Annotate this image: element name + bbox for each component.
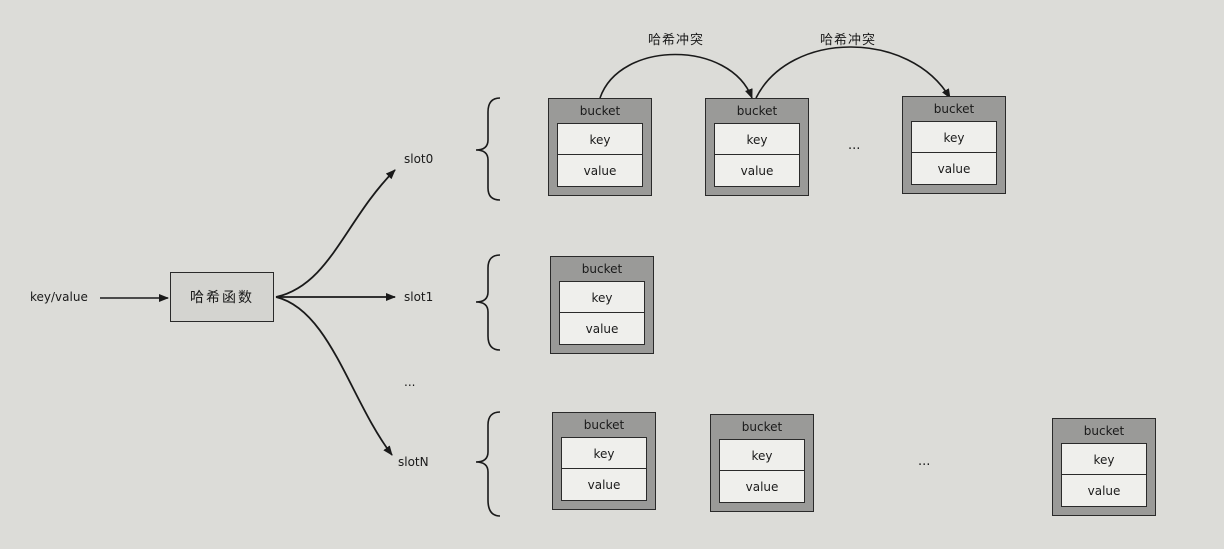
slot-label-ellipsis: ... <box>404 375 416 389</box>
hash-function-box: 哈希函数 <box>170 272 274 322</box>
arrow-to-slotN <box>275 296 393 456</box>
bucket-slotN-2: bucket key value <box>710 414 814 512</box>
collision-label-2: 哈希冲突 <box>820 33 877 48</box>
bucket-title: bucket <box>741 420 783 434</box>
arrow-to-slot0 <box>275 169 396 298</box>
bucket-value: value <box>911 153 997 185</box>
bucket-key: key <box>1061 443 1147 475</box>
bucket-title: bucket <box>583 418 625 432</box>
bucket-key: key <box>559 281 645 313</box>
ellipsis-slotN: ... <box>918 454 931 469</box>
collision-arc-1 <box>593 53 753 108</box>
bucket-slotN-3: bucket key value <box>1052 418 1156 516</box>
bucket-title: bucket <box>736 104 778 118</box>
bucket-value: value <box>1061 475 1147 507</box>
bucket-title: bucket <box>579 104 621 118</box>
slot-label-n: slotN <box>398 455 429 469</box>
collision-arc-2 <box>755 46 951 99</box>
bucket-value: value <box>714 155 800 187</box>
bucket-title: bucket <box>1083 424 1125 438</box>
bucket-title: bucket <box>933 102 975 116</box>
ellipsis-slot0: ... <box>848 138 861 153</box>
bucket-slot0-1: bucket key value <box>548 98 652 196</box>
collision-label-1: 哈希冲突 <box>648 33 705 48</box>
bucket-key: key <box>911 121 997 153</box>
bucket-slotN-1: bucket key value <box>552 412 656 510</box>
bucket-slot0-3: bucket key value <box>902 96 1006 194</box>
bucket-key: key <box>719 439 805 471</box>
brace-slotN <box>475 411 501 517</box>
bucket-value: value <box>557 155 643 187</box>
bucket-key: key <box>714 123 800 155</box>
bucket-value: value <box>561 469 647 501</box>
brace-slot0 <box>475 97 501 201</box>
slot-label-0: slot0 <box>404 152 434 166</box>
bucket-title: bucket <box>581 262 623 276</box>
slot-label-1: slot1 <box>404 290 434 304</box>
input-label: key/value <box>30 290 88 304</box>
bucket-value: value <box>719 471 805 503</box>
bucket-slot0-2: bucket key value <box>705 98 809 196</box>
bucket-slot1-1: bucket key value <box>550 256 654 354</box>
bucket-key: key <box>561 437 647 469</box>
bucket-value: value <box>559 313 645 345</box>
bucket-key: key <box>557 123 643 155</box>
brace-slot1 <box>475 254 501 351</box>
